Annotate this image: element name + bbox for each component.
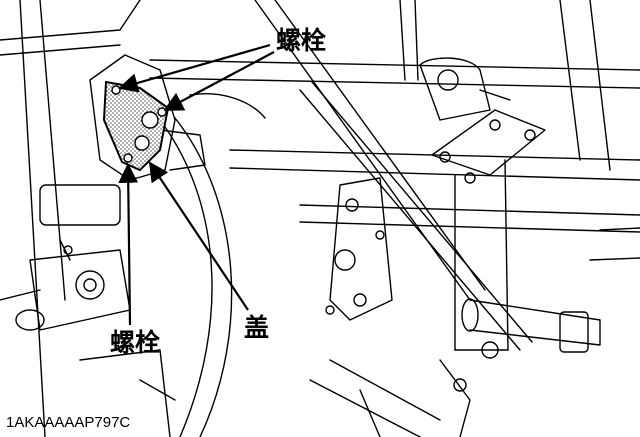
lower-cylinder	[469, 299, 601, 346]
left-upright	[19, 0, 46, 437]
frame-rail-upper	[149, 59, 640, 71]
pump-body	[89, 54, 176, 181]
callout-cover: 盖	[244, 313, 270, 342]
bracket-plate	[431, 109, 546, 176]
diagonal-bar-2	[299, 89, 521, 351]
cover-plate	[102, 80, 170, 172]
leader-bolt-top-1	[118, 43, 271, 93]
leader-bolt-bottom	[118, 163, 139, 326]
sweep-line	[159, 119, 213, 437]
callout-bolt-bottom: 螺栓	[110, 328, 161, 357]
housing-left	[39, 184, 121, 226]
cover-boss-1	[141, 111, 159, 129]
callout-bolt-top: 螺栓	[276, 26, 327, 55]
frame-rail-upper-2	[149, 77, 640, 89]
lever-housing	[329, 177, 393, 321]
diagonal-bar	[254, 0, 471, 301]
frame-rail-lower	[299, 204, 640, 216]
cover-boss-2	[134, 135, 150, 151]
leader-cover	[148, 161, 249, 311]
vertical-post-right	[399, 0, 406, 81]
frame-rail-mid-2	[229, 167, 640, 181]
top-fitting	[419, 57, 491, 121]
right-frame	[559, 0, 581, 161]
frame-rail-mid	[229, 149, 640, 161]
bolt-heads	[111, 85, 167, 163]
frame-beam-left	[0, 0, 141, 41]
figure-code: 1AKAAAAAP797C	[6, 414, 131, 431]
leader-bolt-top-2	[163, 51, 275, 111]
